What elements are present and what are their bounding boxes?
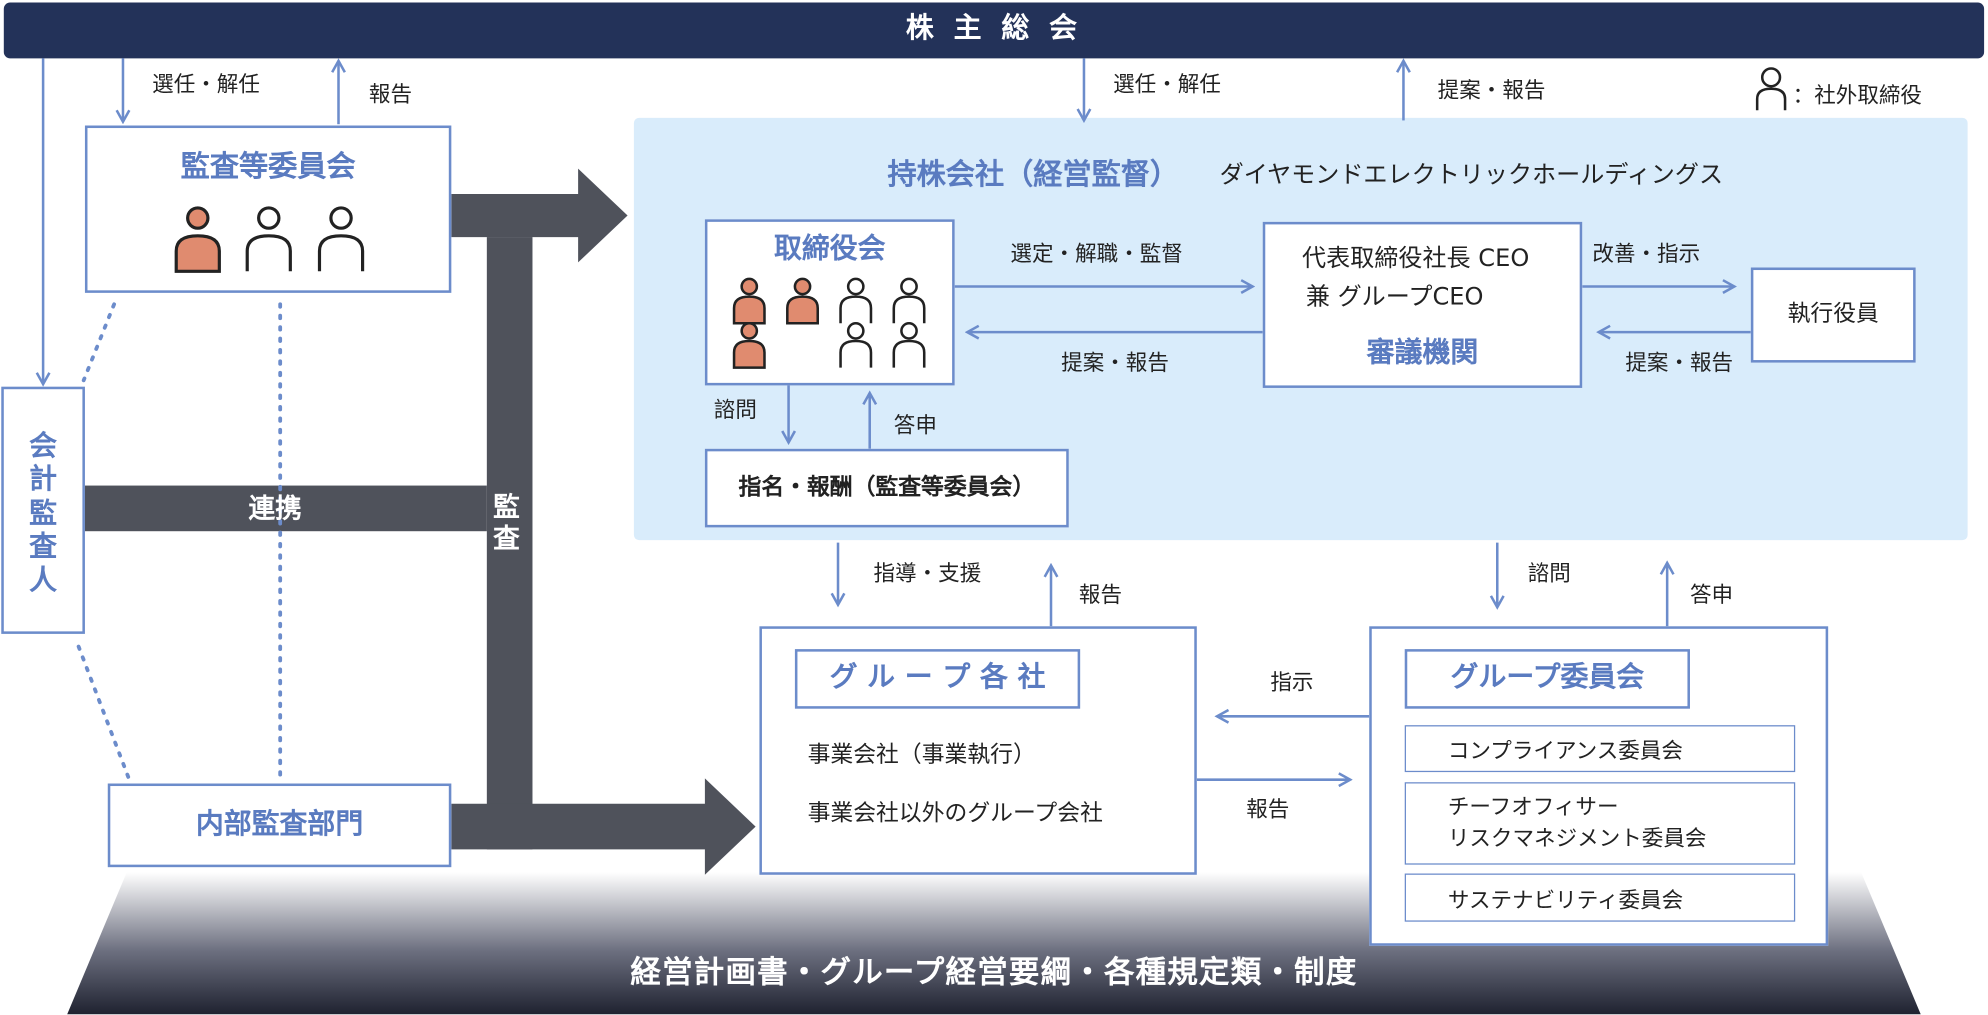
internal-audit-title: 内部監査部門 [195,808,364,841]
label-proposal-report-right: 提案・報告 [1625,351,1734,377]
holding-title: 持株会社（経営監督） [887,158,1180,192]
accounting-auditor-box [1,386,85,634]
label-select-dismiss-center: 選任・解任 [1113,72,1221,98]
group-companies-title: グ ル ー プ 各 社 [829,661,1046,694]
board-title: 取締役会 [773,233,886,265]
ceo-line2: 兼 グループCEO [1305,282,1484,311]
label-proposal-report-top: 提案・報告 [1437,78,1546,104]
nomination-title: 指名・報酬（監査等委員会） [738,474,1036,501]
label-audit: 監 査 [493,491,520,555]
label-answer-left: 答申 [893,413,937,439]
nomination-box [704,448,1069,528]
legend-text: ：社外取締役 [1792,83,1922,110]
shareholders-meeting-bar [3,2,1985,59]
label-answer-right: 答申 [1689,583,1734,609]
group-companies-item1: 事業会社（事業執行） [807,741,1036,769]
label-proposal-report-mid: 提案・報告 [1061,351,1169,377]
group-companies-item2: 事業会社以外のグループ会社 [807,799,1103,827]
accounting-auditor-title: 会 計 監 査 人 [29,431,58,597]
label-select-dismiss-left: 選任・解任 [152,72,260,98]
committee-compliance: コンプライアンス委員会 [1404,725,1796,773]
label-improve-instruct: 改善・指示 [1592,242,1701,268]
label-report-to-committee: 報告 [1246,797,1290,823]
label-select-dismiss-oversee: 選定・解職・監督 [1010,242,1183,268]
ceo-box [1262,221,1583,388]
arrow-to-group [451,778,756,875]
ceo-council: 審議機関 [1366,337,1479,369]
label-guide-support: 指導・支援 [873,561,982,587]
committee-sustainability: サステナビリティ委員会 [1404,873,1796,922]
cooperation-bar [83,485,487,532]
label-consult-left: 諮問 [713,398,757,424]
group-companies-title-box [794,649,1081,709]
internal-audit-box [107,783,452,868]
officers-title: 執行役員 [1787,300,1879,328]
audit-bar [486,237,533,850]
arrow-to-holding [451,168,628,263]
officers-box [1750,267,1916,363]
page-title: 株 主 総 会 [905,12,1083,45]
label-cooperation: 連携 [248,493,302,524]
ceo-line1: 代表取締役社長 CEO [1302,244,1530,273]
label-consult-right: 諮問 [1527,561,1571,587]
label-instruct: 指示 [1270,670,1314,697]
footer-text: 経営計画書・グループ経営要綱・各種規定類・制度 [630,954,1358,991]
group-committee-title: グループ委員会 [1450,661,1645,694]
committee-risk-management: チーフオフィサー リスクマネジメント委員会 [1404,782,1796,865]
label-report-left: 報告 [368,82,413,108]
group-committee-title-box [1404,649,1690,709]
holding-name: ダイヤモンドエレクトリックホールディングス [1219,161,1724,189]
audit-committee-title: 監査等委員会 [180,150,356,184]
label-report-group: 報告 [1078,583,1123,609]
